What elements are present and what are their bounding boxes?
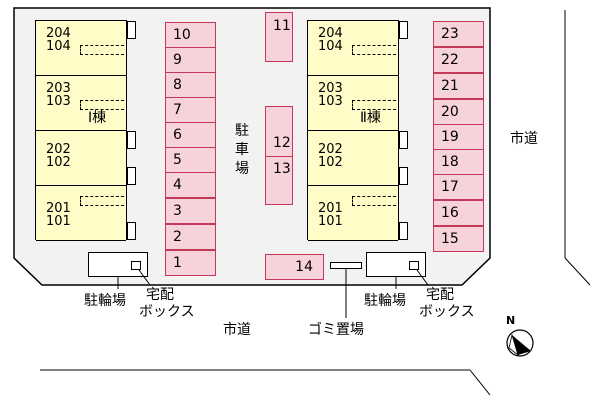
parking-space-7: 7	[165, 97, 216, 123]
garbage-area-label: ゴミ置場	[308, 322, 364, 338]
parking-space-2: 2	[165, 224, 216, 250]
building-1-label: Ⅰ棟	[88, 110, 107, 126]
bike-parking-right-label: 駐輪場	[364, 293, 406, 309]
delivery-box-left-label: 宅配	[146, 287, 174, 303]
parking-space-10: 10	[165, 22, 216, 48]
parking-space-8: 8	[165, 72, 216, 98]
parking-space-11: 11	[265, 12, 293, 62]
parking-space-1: 1	[165, 250, 216, 276]
city-road-right-label: 市道	[510, 131, 538, 147]
parking-space-6: 6	[165, 122, 216, 148]
parking-space-14: 14	[265, 254, 324, 280]
delivery-box-right-label-2: ボックス	[419, 304, 475, 320]
parking-space-18: 18	[433, 149, 484, 175]
parking-space-3: 3	[165, 198, 216, 224]
parking-space-17: 17	[433, 174, 484, 200]
delivery-box-left	[131, 261, 141, 270]
building-2-label: Ⅱ棟	[360, 110, 381, 126]
delivery-box-left-label-2: ボックス	[139, 304, 195, 320]
bike-parking-right	[366, 252, 426, 277]
delivery-box-right-label: 宅配	[426, 287, 454, 303]
parking-space-15: 15	[433, 226, 484, 252]
garbage-area	[330, 262, 362, 269]
parking-space-21: 21	[433, 73, 484, 99]
bike-parking-left	[88, 252, 148, 277]
parking-space-13: 13	[265, 156, 293, 205]
parking-space-12: 12	[265, 106, 293, 156]
road-edge-bottom-corner	[469, 369, 491, 396]
road-edge-right-corner	[564, 257, 591, 286]
parking-space-22: 22	[433, 47, 484, 73]
north-arrow-icon	[506, 329, 534, 357]
parking-space-16: 16	[433, 200, 484, 226]
parking-space-5: 5	[165, 147, 216, 173]
bike-parking-left-label: 駐輪場	[84, 293, 126, 309]
parking-space-23: 23	[433, 21, 484, 47]
delivery-box-right	[409, 261, 419, 270]
parking-space-20: 20	[433, 99, 484, 125]
parking-area-label: 駐 車 場	[235, 123, 249, 177]
parking-space-4: 4	[165, 172, 216, 198]
city-road-bottom-label: 市道	[223, 322, 251, 338]
north-label: N	[506, 314, 516, 327]
parking-space-9: 9	[165, 47, 216, 73]
parking-space-19: 19	[433, 124, 484, 150]
